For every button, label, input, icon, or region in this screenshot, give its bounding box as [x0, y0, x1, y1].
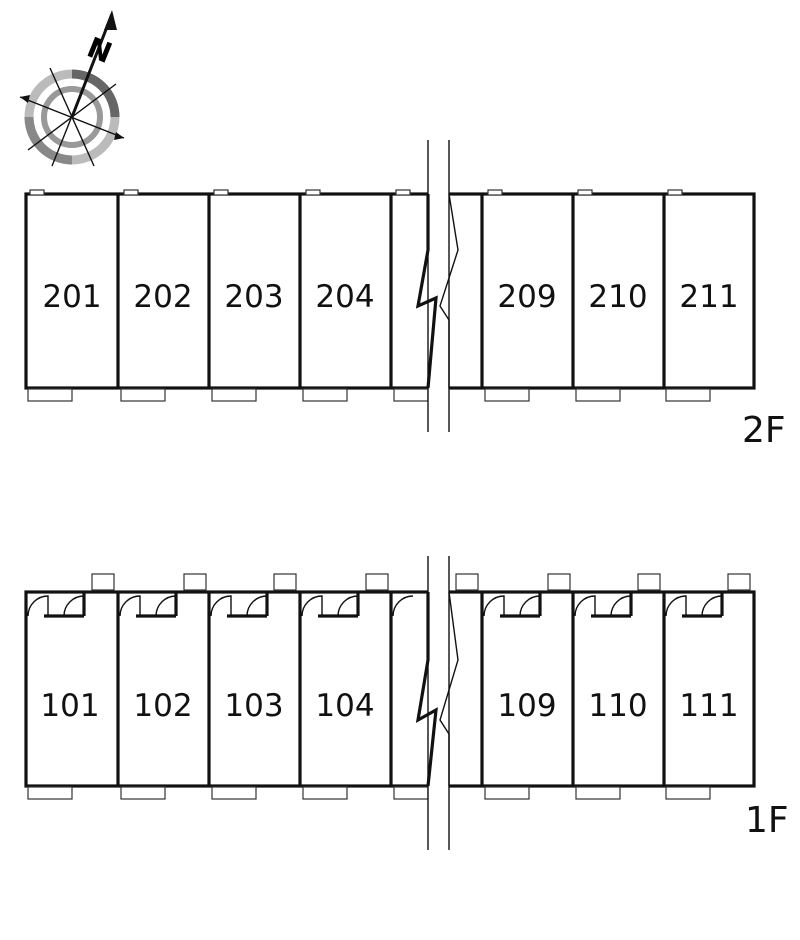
- unit-203: 203: [224, 279, 283, 315]
- floor-label-2f: 2F: [742, 410, 786, 451]
- floor-label-1f: 1F: [745, 800, 789, 841]
- unit-109: 109: [497, 688, 556, 724]
- unit-209: 209: [497, 279, 556, 315]
- unit-104: 104: [315, 688, 374, 724]
- unit-210: 210: [588, 279, 647, 315]
- north-compass-icon: N: [19, 10, 125, 167]
- floor-1f: 101 102 103 104 109 110 111 1F: [24, 556, 789, 850]
- compass-north-label: N: [83, 31, 117, 70]
- floor-2f: 201 202 203 204 209 210 211 2F: [24, 140, 786, 451]
- unit-101: 101: [40, 688, 99, 724]
- unit-201: 201: [42, 279, 101, 315]
- unit-111: 111: [679, 688, 738, 724]
- unit-202: 202: [133, 279, 192, 315]
- unit-211: 211: [679, 279, 738, 315]
- unit-204: 204: [315, 279, 374, 315]
- unit-110: 110: [588, 688, 647, 724]
- unit-102: 102: [133, 688, 192, 724]
- unit-103: 103: [224, 688, 283, 724]
